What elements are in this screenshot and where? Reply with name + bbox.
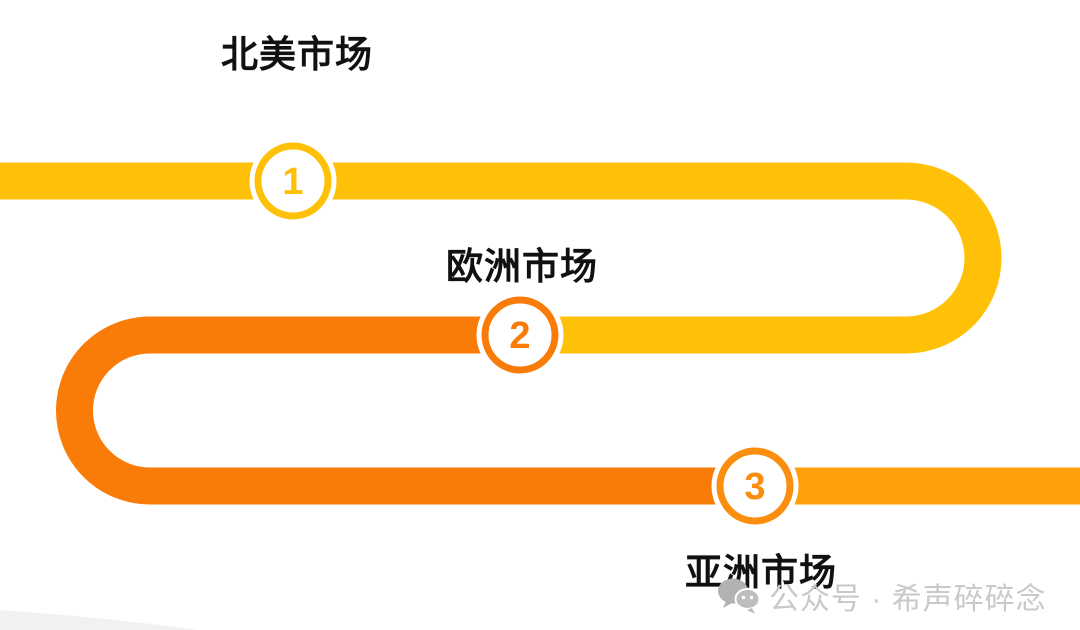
stop-2-label: 欧洲市场 xyxy=(446,246,598,287)
stop-1-number: 1 xyxy=(282,161,303,203)
stop-2-ring xyxy=(481,296,559,374)
watermark: 公众号 · 希声碎碎念 xyxy=(716,574,1047,618)
stop-2-number: 2 xyxy=(509,315,530,357)
stop-1-ring xyxy=(254,142,332,220)
corner-decoration xyxy=(0,610,198,630)
wechat-icon xyxy=(718,578,761,614)
stop-3-label: 亚洲市场 xyxy=(685,552,837,593)
flow-segment-2 xyxy=(56,316,755,505)
stop-3-ring xyxy=(716,447,794,525)
watermark-text: 公众号 · 希声碎碎念 xyxy=(769,583,1047,616)
stop-1-label: 北美市场 xyxy=(221,34,373,75)
stop-3-number: 3 xyxy=(744,466,765,508)
flow-segment-1 xyxy=(0,162,1002,354)
